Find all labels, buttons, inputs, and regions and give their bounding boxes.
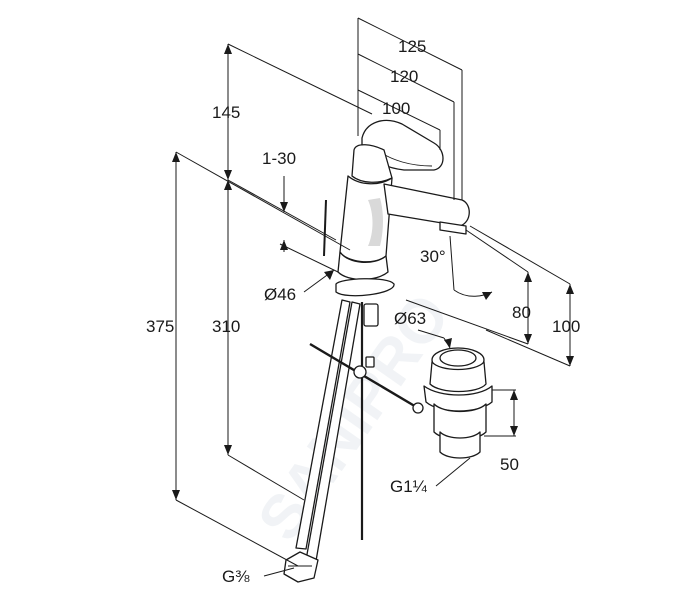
- arrowheads: [172, 44, 574, 500]
- dim-375: 375: [146, 317, 174, 336]
- dim-diameter-63: Ø63: [394, 309, 426, 328]
- dim-145: 145: [212, 103, 240, 122]
- rod-clip: [353, 365, 367, 379]
- pivot-connection: [412, 402, 424, 414]
- drain-tail: [439, 431, 481, 459]
- dim-310: 310: [212, 317, 240, 336]
- dim-diameter-46: Ø46: [264, 285, 296, 304]
- dim-1-30: 1-30: [262, 149, 296, 168]
- dim-125: 125: [398, 37, 426, 56]
- dimension-labels: 125 120 100 145 1-30 30° Ø46 Ø63 375 310…: [146, 37, 580, 586]
- hose-left: [295, 299, 351, 550]
- thread-g1-1-4: G1¼: [390, 477, 428, 496]
- dimension-lines: [175, 17, 571, 577]
- mounting-nut: [363, 303, 379, 327]
- waste-drain: [412, 347, 493, 459]
- thread-g3-8: G⅜: [222, 567, 250, 586]
- spout: [383, 183, 470, 227]
- dim-50: 50: [500, 455, 519, 474]
- lift-rod: [323, 199, 327, 257]
- mounting-flange: [335, 278, 395, 297]
- popup-linkage: [309, 302, 419, 540]
- faucet-base: [337, 251, 389, 281]
- dim-100-top: 100: [382, 99, 410, 118]
- faucet: [323, 119, 470, 327]
- dim-100-right: 100: [552, 317, 580, 336]
- dim-80: 80: [512, 303, 531, 322]
- dim-120: 120: [390, 67, 418, 86]
- hose-nut: [283, 551, 319, 583]
- aerator: [439, 221, 467, 235]
- drain-flange: [429, 361, 487, 393]
- dim-30-degrees: 30°: [420, 247, 446, 266]
